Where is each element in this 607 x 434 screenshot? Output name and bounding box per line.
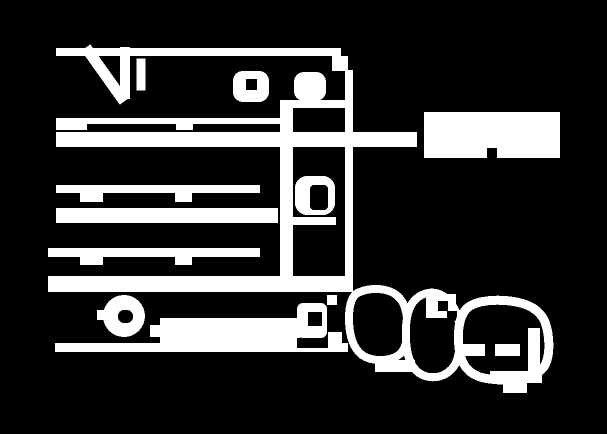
- fin2-bump-a: [80, 193, 103, 202]
- fin4-line: [48, 248, 260, 257]
- rock2-dot-a: [438, 301, 448, 311]
- grommet1-hole: [246, 79, 257, 90]
- fin5-bar: [48, 276, 345, 292]
- grommet4-nub-right: [328, 332, 342, 343]
- fin4-bump-a: [80, 257, 103, 265]
- base-bar: [160, 318, 300, 343]
- ring2-hole: [310, 185, 328, 210]
- fin1-line: [56, 118, 280, 124]
- fin2-line: [56, 185, 260, 193]
- fin3-bar: [56, 208, 278, 223]
- fin1-bump-a: [56, 124, 87, 130]
- top-edge-line: [56, 48, 341, 56]
- fin2-bump-b: [175, 193, 192, 202]
- grommet4-hole: [308, 312, 322, 326]
- grommet4-gap: [297, 338, 328, 348]
- rock1-outline: [345, 285, 412, 364]
- bottom-line: [55, 343, 348, 352]
- corner-step: [332, 56, 348, 71]
- label-notch: [487, 148, 497, 158]
- grommet4-nub-top: [327, 295, 337, 305]
- rock3-bottom-edge: [490, 371, 542, 383]
- rounded-blob: [294, 72, 326, 101]
- upper-tab: [280, 100, 345, 108]
- right-vertical-line: [345, 70, 353, 292]
- rock3-right-column: [528, 328, 540, 374]
- duct-strip: [280, 100, 293, 290]
- fin1-bump-b: [176, 124, 193, 130]
- rock3-dash-dot: [485, 344, 495, 356]
- wheel-nub: [97, 310, 105, 320]
- rock2-dot-b: [447, 311, 457, 321]
- wheel-hole: [118, 310, 133, 323]
- rocks-bottom-link: [375, 360, 415, 372]
- fin4-bump-b: [175, 257, 192, 265]
- rock3-outline: [453, 295, 554, 385]
- rock3-tail: [503, 381, 527, 393]
- fin3-right-segment: [293, 217, 336, 225]
- leader-line: [56, 132, 417, 147]
- base-bar-step: [150, 325, 162, 337]
- zigzag-left-stroke: [81, 44, 129, 105]
